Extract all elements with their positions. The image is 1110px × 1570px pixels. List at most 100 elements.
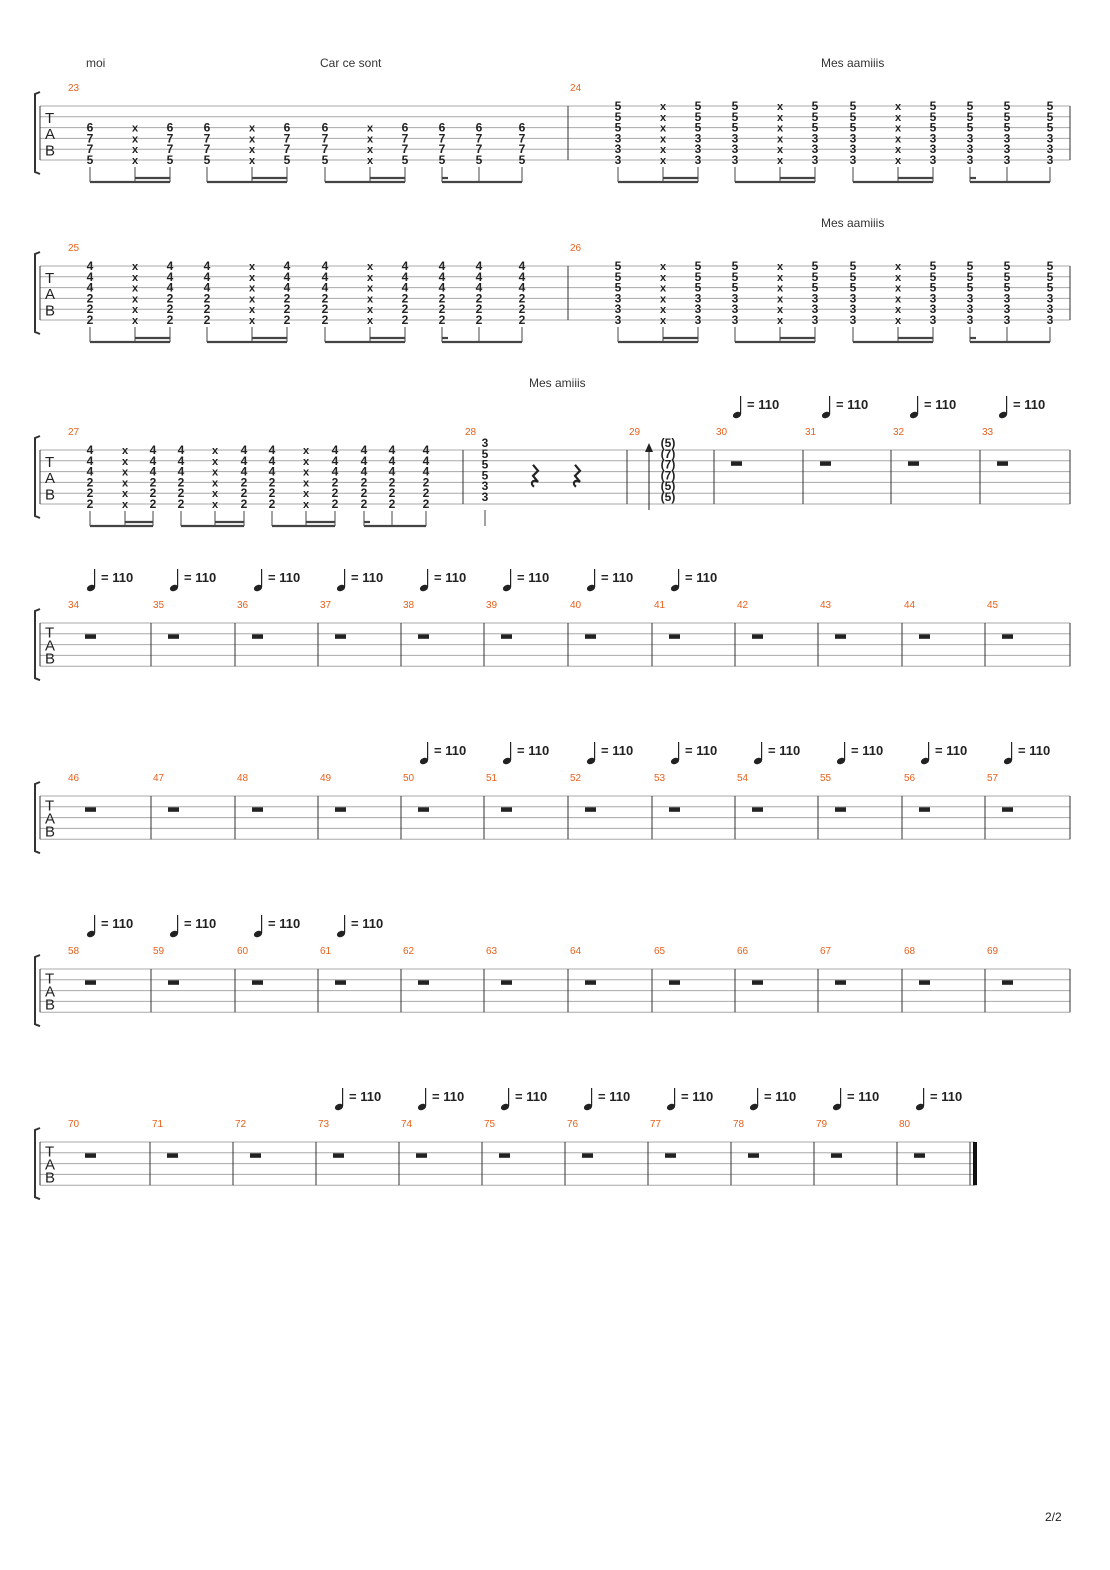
fret-number: 4 [284, 281, 291, 295]
tempo-label: = 110 [685, 570, 718, 585]
svg-text:B: B [45, 823, 55, 840]
fret-number: 4 [150, 443, 157, 457]
fret-number: 2 [241, 497, 248, 511]
measure-number-23: 23 [68, 83, 80, 94]
fret-number: 4 [87, 465, 94, 479]
whole-rest [582, 1153, 593, 1158]
fret-number: 3 [482, 479, 489, 493]
fret-number: 2 [402, 313, 409, 327]
fret-number: 5 [1004, 270, 1011, 284]
fret-number: x [777, 261, 784, 273]
tempo-label: = 110 [601, 743, 634, 758]
fret-number: 2 [204, 291, 211, 305]
quarter-note-icon [821, 394, 835, 420]
fret-number: 3 [732, 302, 739, 316]
fret-number: 3 [1004, 142, 1011, 156]
whole-rest [252, 634, 263, 639]
tempo-label: = 110 [598, 1089, 631, 1104]
svg-text:A: A [45, 286, 55, 303]
fret-number: 7 [476, 142, 483, 156]
fret-number: 5 [967, 270, 974, 284]
fret-number: 5 [812, 281, 819, 295]
fret-number: x [249, 133, 256, 145]
fret-number: x [303, 499, 310, 511]
whole-rest [501, 634, 512, 639]
measure-27-notes: 444222xxxxxx444222444222xxxxxx4442224442… [87, 443, 430, 528]
fret-number: 4 [519, 270, 526, 284]
fret-number: 3 [967, 302, 974, 316]
quarter-note-icon [169, 567, 183, 593]
fret-number: 3 [615, 142, 622, 156]
svg-text:B: B [45, 486, 55, 503]
fret-number: 7 [322, 142, 329, 156]
measure-number-42: 42 [737, 600, 749, 611]
quarter-note-icon [419, 740, 433, 766]
fret-number: 3 [812, 153, 819, 167]
fret-number: 5 [732, 99, 739, 113]
measure-number-36: 36 [237, 600, 249, 611]
quarter-note-icon [915, 1086, 929, 1112]
fret-number: 4 [87, 281, 94, 295]
fret-number: 7 [519, 131, 526, 145]
measure-number-79: 79 [816, 1119, 828, 1130]
measure-number-32: 32 [893, 427, 905, 438]
fret-number: x [367, 293, 374, 305]
lyric-1-2: Car ce sont [320, 56, 382, 70]
fret-number: 2 [284, 313, 291, 327]
fret-number: 4 [476, 259, 483, 273]
fret-number: (7) [661, 468, 676, 482]
fret-number: 3 [615, 131, 622, 145]
fret-number: x [895, 144, 902, 156]
fret-number: x [122, 445, 129, 457]
strum-arrow-icon [645, 443, 653, 452]
whole-rest [167, 1153, 178, 1158]
measure-number-54: 54 [737, 773, 749, 784]
fret-number: x [367, 283, 374, 295]
fret-number: x [777, 112, 784, 124]
fret-number: 3 [695, 153, 702, 167]
fret-number: 4 [241, 465, 248, 479]
measure-number-49: 49 [320, 773, 332, 784]
fret-number: 5 [87, 153, 94, 167]
fret-number: 5 [482, 458, 489, 472]
fret-number: 3 [482, 436, 489, 450]
quarter-note-icon [502, 567, 516, 593]
svg-text:T: T [45, 1144, 54, 1161]
whole-rest [665, 1153, 676, 1158]
fret-number: 2 [87, 497, 94, 511]
system-6 [34, 954, 1071, 1028]
fret-number: (7) [661, 447, 676, 461]
whole-rest [669, 634, 680, 639]
fret-number: x [367, 272, 374, 284]
tempo-label: = 110 [351, 570, 384, 585]
fret-number: 3 [482, 490, 489, 504]
fret-number: 4 [284, 259, 291, 273]
fret-number: 2 [167, 313, 174, 327]
whole-rest [585, 634, 596, 639]
fret-number: 2 [439, 291, 446, 305]
fret-number: 4 [87, 270, 94, 284]
fret-number: 4 [439, 281, 446, 295]
fret-number: 5 [695, 281, 702, 295]
fret-number: 3 [850, 153, 857, 167]
fret-number: 2 [423, 475, 430, 489]
fret-number: 2 [150, 497, 157, 511]
fret-number: 4 [476, 270, 483, 284]
fret-number: 5 [850, 259, 857, 273]
fret-number: 4 [284, 270, 291, 284]
fret-number: 5 [850, 121, 857, 135]
fret-number: 3 [812, 291, 819, 305]
measure-number-72: 72 [235, 1119, 247, 1130]
fret-number: x [777, 315, 784, 327]
fret-number: x [212, 488, 219, 500]
whole-rest [731, 461, 742, 466]
quarter-note-icon [909, 394, 923, 420]
fret-number: 5 [284, 153, 291, 167]
quarter-note-icon [670, 740, 684, 766]
measure-number-50: 50 [403, 773, 415, 784]
fret-number: 5 [850, 99, 857, 113]
fret-number: (5) [661, 479, 676, 493]
fret-number: 3 [1047, 302, 1054, 316]
measure-number-65: 65 [654, 946, 666, 957]
whole-rest [501, 980, 512, 985]
